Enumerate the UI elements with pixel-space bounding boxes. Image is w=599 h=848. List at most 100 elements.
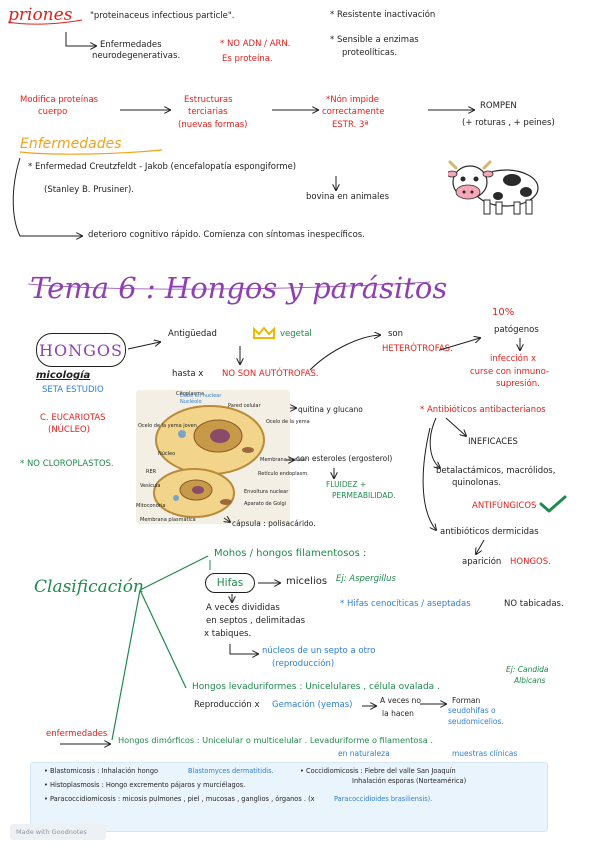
vegetal: vegetal	[280, 329, 312, 339]
coccidiomicosis: • Coccidiomicosis : Fiebre del valle San…	[300, 767, 456, 775]
no-tabicadas: NO tabicadas.	[504, 599, 564, 609]
enfermedades-heading: Enfermedades	[20, 136, 122, 152]
priones-resistente: * Resistente inactivación	[330, 10, 436, 20]
levaduriformes: Hongos levaduriformes : Unicelulares , c…	[192, 682, 440, 692]
priones-enfermedades: Enfermedades	[100, 40, 162, 50]
son: son	[388, 329, 404, 339]
priones-title: priones	[8, 5, 73, 25]
blastomicosis: • Blastomicosis : Inhalación hongo	[44, 767, 159, 775]
antiguedad: Antigüedad	[168, 329, 217, 339]
tabiques: x tabiques.	[204, 629, 252, 639]
fungal-cell-drawing	[153, 405, 265, 518]
heterotrofas: HETERÓTROFAS.	[382, 344, 453, 354]
esteroles: con esteroles (ergosterol)	[296, 454, 393, 463]
muestras-clinicas: muestras clínicas	[452, 749, 518, 758]
seudohifas: seudohifas o	[448, 706, 496, 715]
naturaleza: en naturaleza	[338, 749, 390, 758]
priones-sensible: * Sensible a enzimas	[330, 35, 419, 45]
cell-label-vesicula: Vesícula	[140, 483, 161, 489]
priones-es-proteina: Es proteína.	[222, 54, 273, 64]
cell-label-membrana-nuclear: Membrana nuclear	[260, 457, 308, 463]
micologia: micología	[36, 370, 91, 381]
micelios: micelios	[286, 576, 328, 587]
patogenos: patógenos	[494, 325, 539, 335]
cell-label-citoplasma: Citoplasma	[176, 391, 205, 397]
priones-no-adn: * NO ADN / ARN.	[220, 39, 291, 49]
fluidez: FLUIDEZ +	[326, 480, 367, 489]
paracoccidiomicosis: • Paracoccidiomicosis : micosis pulmones…	[44, 795, 315, 803]
gemacion: Gemación (yemas)	[272, 700, 353, 710]
nucleos-septo: núcleos de un septo a otro	[262, 646, 376, 656]
hongos-box: HONGOS	[36, 333, 126, 367]
priones-proteoliticas: proteolíticas.	[342, 48, 398, 58]
seta-estudio: SETA ESTUDIO	[42, 385, 104, 395]
cell-label-ocelo: Ocelo de la yema	[266, 419, 310, 425]
cell-label-golgi: Aparato de Golgi	[244, 501, 287, 507]
cell-label-nucleo: Núcleo	[158, 451, 176, 457]
checkmark-icon	[539, 495, 567, 513]
creutzfeldt-jakob: * Enfermedad Creutzfeldt - Jakob (encefa…	[28, 162, 297, 172]
cell-label-mitocondria: Mitocondria	[136, 503, 166, 509]
antibioticos-dermicidas: antibióticos dermicidas	[440, 527, 539, 537]
histoplasmosis: • Histoplasmosis : Hongo excremento pája…	[44, 781, 246, 789]
quinolonas: quinolonas.	[452, 478, 502, 488]
cell-label-rer: RER	[146, 469, 157, 475]
diez-por-ciento: 10%	[492, 307, 515, 318]
aparicion: aparición	[462, 557, 502, 567]
cell-label-envoltura: Envoltura nuclear	[244, 489, 289, 495]
ineficaces: INEFICACES	[468, 437, 518, 447]
hifas-box: Hifas	[205, 573, 255, 593]
priones-estructuras-3: (nuevas formas)	[178, 120, 248, 130]
cell-label-pared: Pared celular	[228, 403, 261, 409]
cow-icon	[448, 160, 539, 215]
quitina-glucano: quitina y glucano	[298, 405, 363, 414]
permeabilidad: PERMEABILIDAD.	[332, 491, 396, 500]
infeccion-1: infección x	[490, 354, 536, 364]
priones-rompen-sub: (+ roturas , + peines)	[462, 118, 555, 128]
deterioro-cognitivo: deterioro cognitivo rápido. Comienza con…	[88, 230, 365, 240]
goodnotes-logo: Made with Goodnotes	[10, 824, 106, 840]
crown-icon	[253, 326, 275, 339]
nucleo: (NÚCLEO)	[48, 425, 90, 435]
forman: Forman	[452, 696, 481, 705]
cell-label-reticulo: Retículo endoplasm.	[258, 471, 309, 477]
aparicion-hongos: HONGOS.	[510, 557, 551, 567]
enfermedades-panel	[30, 762, 548, 832]
tema-title: Tema 6 : Hongos y parásitos	[30, 271, 448, 305]
coccidio-inhalacion: Inhalación esporas (Norteamérica)	[352, 777, 467, 785]
hasta: hasta x	[172, 369, 204, 379]
priones-estructuras-2: terciarias	[188, 107, 228, 117]
bovina-animales: bovina en animales	[306, 192, 390, 202]
dimorficos: Hongos dimórficos : Unicelular o multice…	[118, 735, 433, 745]
ej-aspergillus: Ej: Aspergillus	[336, 574, 396, 584]
priones-neuro: neurodegenerativas.	[92, 51, 181, 61]
antibioticos-antibacterianos: * Antibióticos antibacterianos	[420, 405, 546, 415]
enfermedades-label: enfermedades	[46, 729, 108, 739]
antifungicos: ANTIFÚNGICOS	[472, 501, 537, 511]
septos: en septos , delimitadas	[206, 616, 306, 626]
hifas-cenociticas: * Hifas cenocíticas / aseptadas	[340, 599, 471, 609]
prusiner: (Stanley B. Prusiner).	[44, 185, 134, 195]
priones-modifica-2: cuerpo	[38, 107, 68, 117]
a-veces-divididas: A veces divididas	[206, 603, 280, 613]
cell-label-membrana: Membrana plasmática	[140, 517, 196, 523]
priones-impide-3: ESTR. 3ª	[332, 120, 369, 130]
priones-definition: "proteinaceus infectious particle".	[90, 11, 235, 21]
infeccion-2: curse con inmuno-	[470, 367, 550, 377]
a-veces-no: A veces no	[380, 696, 421, 705]
priones-rompen: ROMPEN	[480, 101, 517, 111]
candida-albicans: Albicans	[514, 676, 546, 685]
cell-label-ocelo-joven: Ocelo de la yema joven	[138, 423, 197, 429]
no-cloroplastos: * NO CLOROPLASTOS.	[20, 459, 114, 469]
reproduccion: Reproducción x	[194, 700, 260, 710]
no-autotrofas: NO SON AUTÓTROFAS.	[222, 369, 319, 379]
eucariotas: C. EUCARIOTAS	[40, 413, 106, 423]
blastomyces: Blastomyces dermatitidis.	[188, 767, 274, 775]
seudomicelios: seudomicelios.	[448, 717, 504, 726]
priones-estructuras-1: Estructuras	[184, 95, 233, 105]
mohos: Mohos / hongos filamentosos :	[214, 548, 367, 559]
nucleos-reproduccion: (reproducción)	[272, 659, 335, 669]
priones-impide-1: *Nón impide	[326, 95, 379, 105]
infeccion-3: supresión.	[496, 379, 540, 389]
priones-modifica-1: Modifica proteínas	[20, 95, 99, 105]
